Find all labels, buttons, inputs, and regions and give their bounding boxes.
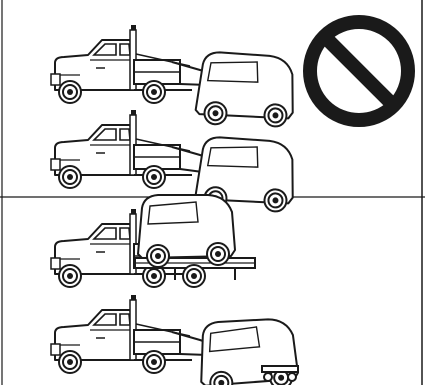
scene-wrecker-front-wheels-down-1 [51,25,297,130]
no-symbol-icon [310,22,408,120]
scene-wrecker-with-dolly [51,295,299,385]
wheel-dolly [262,366,298,372]
scene-flatbed [51,195,255,287]
